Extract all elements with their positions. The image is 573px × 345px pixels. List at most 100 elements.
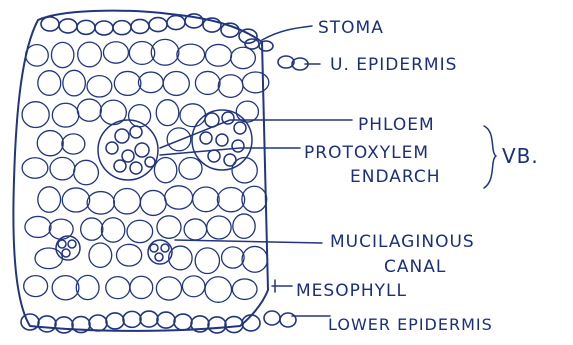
mesophyll-cell bbox=[106, 277, 130, 299]
mesophyll-cell bbox=[195, 71, 220, 94]
mesophyll-cell bbox=[50, 157, 75, 179]
mesophyll-cell bbox=[52, 276, 79, 300]
mesophyll-cell bbox=[25, 216, 51, 237]
mesophyll-cell bbox=[207, 216, 231, 239]
label-canal: CANAL bbox=[384, 257, 446, 277]
vascular-bundle-left bbox=[98, 120, 158, 180]
mesophyll-cell bbox=[62, 188, 89, 212]
mesophyll-cell bbox=[22, 158, 48, 179]
mesophyll-cells bbox=[22, 39, 269, 302]
stoma-leader bbox=[262, 26, 312, 40]
mesophyll-cell bbox=[233, 214, 255, 238]
mesophyll-cell bbox=[236, 101, 258, 122]
mesophyll-cell bbox=[193, 187, 220, 212]
lower-epidermis-cell bbox=[38, 316, 56, 332]
mesophyll-cell bbox=[37, 131, 63, 156]
lower-epidermis-cell bbox=[106, 313, 124, 329]
upper-epidermis-cell bbox=[77, 20, 95, 34]
mesophyll-cell bbox=[52, 103, 78, 127]
mesophyll-cell bbox=[179, 157, 202, 179]
upper-epidermis-cell bbox=[149, 18, 167, 32]
mesophyll-cell bbox=[116, 244, 141, 266]
mesophyll-cell bbox=[63, 70, 85, 96]
mesophyll-cell bbox=[222, 247, 245, 268]
mesophyll-cell bbox=[184, 219, 207, 240]
mesophyll-cell bbox=[157, 216, 181, 239]
mesophyll-cell bbox=[180, 104, 206, 127]
mesophyll-cell bbox=[156, 100, 179, 126]
label-protoxylem: PROTOXYLEM bbox=[304, 143, 429, 163]
mesophyll-cell bbox=[87, 76, 112, 97]
mesophyll-cell bbox=[127, 220, 153, 242]
mesophyll-cell bbox=[217, 187, 244, 211]
mesophyll-cell bbox=[232, 279, 257, 300]
mesophyll-cell bbox=[167, 128, 191, 151]
upper-epidermis-cell bbox=[95, 21, 113, 35]
mesophyll-cell bbox=[38, 187, 61, 212]
mucilaginous-leader bbox=[175, 240, 322, 243]
mesophyll-cell bbox=[242, 246, 268, 272]
lower-epidermis-cell bbox=[208, 317, 226, 333]
mesophyll-cell bbox=[130, 276, 153, 298]
mesophyll-cell bbox=[103, 42, 128, 63]
mesophyll-cell bbox=[177, 44, 205, 65]
lower-epidermis-cell bbox=[264, 311, 280, 325]
mesophyll-cell bbox=[51, 42, 73, 67]
mesophyll-cell bbox=[242, 186, 267, 212]
label-upper-epidermis: U. EPIDERMIS bbox=[330, 55, 457, 75]
mesophyll-cell bbox=[76, 275, 99, 299]
vascular-bundle-right bbox=[192, 110, 252, 170]
mesophyll-cell bbox=[138, 72, 163, 93]
mesophyll-cell bbox=[205, 277, 232, 303]
mesophyll-cell bbox=[35, 248, 62, 269]
mesophyll-cell bbox=[163, 72, 189, 96]
mesophyll-leader bbox=[272, 280, 292, 292]
mesophyll-cell bbox=[62, 134, 85, 154]
mesophyll-cell bbox=[38, 71, 61, 96]
label-mesophyll: MESOPHYLL bbox=[296, 281, 407, 301]
mesophyll-cell bbox=[151, 39, 179, 65]
label-endarch: ENDARCH bbox=[350, 167, 441, 187]
mesophyll-cell bbox=[101, 218, 124, 242]
mesophyll-cell bbox=[231, 47, 256, 68]
upper-epidermis-cell bbox=[59, 19, 77, 33]
lower-epidermis-cell bbox=[123, 311, 141, 327]
mesophyll-cell bbox=[205, 44, 231, 66]
lower-epidermis-cell bbox=[55, 317, 73, 333]
mesophyll-cell bbox=[114, 71, 141, 95]
mesophyll-cell bbox=[26, 45, 49, 66]
mesophyll-cell bbox=[89, 243, 112, 267]
upper-epidermis-cell bbox=[167, 16, 185, 30]
label-stoma: STOMA bbox=[318, 18, 384, 38]
vb-brace bbox=[484, 126, 496, 188]
mesophyll-cell bbox=[129, 105, 151, 127]
mesophyll-cell bbox=[242, 72, 268, 93]
mesophyll-cell bbox=[78, 42, 102, 67]
label-lower-epidermis: LOWER EPIDERMIS bbox=[328, 315, 493, 334]
lower-epidermis-cell bbox=[21, 314, 39, 330]
mesophyll-cell bbox=[81, 218, 103, 240]
upper-epidermis-cell bbox=[131, 19, 149, 33]
upper-epidermis-cell bbox=[113, 21, 131, 35]
mesophyll-cell bbox=[87, 192, 114, 214]
lower-epidermis-cell bbox=[157, 312, 175, 328]
upper-epidermis-cell bbox=[41, 17, 59, 31]
mesophyll-cell bbox=[77, 99, 101, 121]
mesophyll-cell bbox=[195, 248, 219, 274]
lower-epidermis-cell bbox=[174, 314, 192, 330]
upper-epidermis-cell bbox=[185, 14, 203, 28]
lower-epidermis-cell bbox=[140, 311, 158, 327]
label-vascular-bundle: VB. bbox=[502, 144, 539, 168]
mesophyll-cell bbox=[114, 188, 141, 213]
mesophyll-cell bbox=[165, 186, 193, 209]
mesophyll-cell bbox=[154, 158, 176, 183]
mesophyll-cell bbox=[218, 75, 243, 98]
mesophyll-cell bbox=[156, 277, 181, 300]
mesophyll-cell bbox=[22, 102, 49, 128]
mesophyll-cell bbox=[182, 276, 205, 297]
lower-epidermis-cell bbox=[280, 313, 296, 327]
mesophyll-cell bbox=[24, 276, 48, 297]
mesophyll-cell bbox=[140, 190, 166, 215]
mucilaginous-canals bbox=[56, 236, 172, 264]
